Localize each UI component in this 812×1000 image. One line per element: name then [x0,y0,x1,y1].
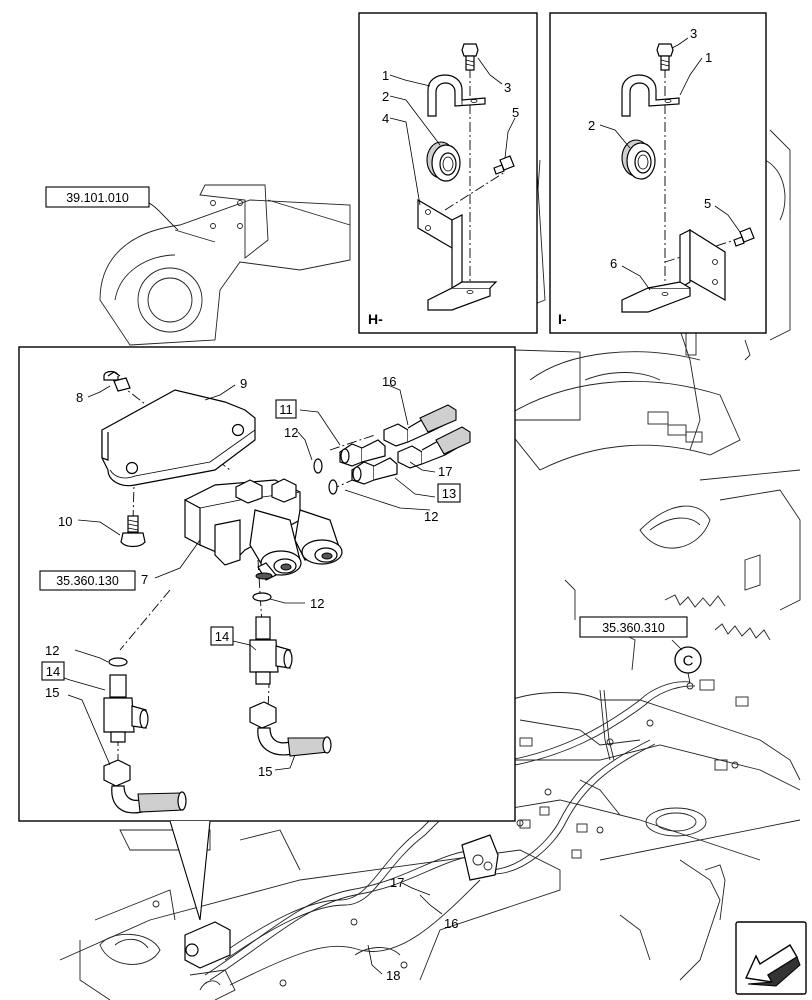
valve-block-7 [184,478,343,581]
leader-18 [367,944,383,975]
hose-17 [397,426,471,469]
label-15a: 15 [45,685,59,700]
tee-14-left [103,674,149,743]
arrow-navigation-icon[interactable] [735,921,807,995]
detail-view-i: I- [549,12,767,334]
svg-text:C: C [683,653,694,670]
tee-14-right [249,616,293,685]
machine-frame-background [59,129,801,1000]
label-10: 10 [58,514,72,529]
label-12c: 12 [310,596,324,611]
leader-39 [148,202,179,231]
label-h5: 5 [512,105,519,120]
view-h-label: H- [368,311,383,327]
label-15b: 15 [258,764,272,779]
label-18: 18 [386,968,400,983]
view-i-label: I- [558,311,567,327]
oring-12d [108,657,128,667]
svg-text:13: 13 [442,486,456,501]
ref-35-360-130[interactable]: 35.360.130 [39,570,136,591]
detail-view-h: H- [358,12,538,334]
label-i3: 3 [690,26,697,41]
bolt-8 [103,370,131,392]
bushing-h2 [426,141,461,182]
ref-39-101-010-label: 39.101.010 [66,191,129,205]
bracket-i6 [621,228,726,313]
label-12d: 12 [45,643,59,658]
label-14-box-left: 14 [41,661,65,681]
label-i6: 6 [610,256,617,271]
bolt-10 [120,515,146,548]
label-h2: 2 [382,89,389,104]
hose-15-right [249,701,332,757]
label-11-box: 11 [275,399,297,419]
screw-i5 [733,227,755,247]
label-7: 7 [141,572,148,587]
bracket-h4 [417,198,498,311]
screw-h5 [493,155,515,175]
label-8: 8 [76,390,83,405]
leader-16m [419,894,443,915]
hose-16 [383,404,457,447]
leader-17m [401,882,431,896]
ref-35-360-310[interactable]: 35.360.310 [579,616,688,638]
clamp-h1 [427,74,486,117]
hose-15-left [103,759,187,814]
oring-12a [313,458,323,474]
label-9: 9 [240,376,247,391]
label-17: 17 [438,464,452,479]
main-detail-view: 8 9 10 16 12 17 12 7 12 12 15 15 11 13 1… [18,346,516,921]
oring-12b [328,479,338,495]
label-16: 16 [382,374,396,389]
bolt-i3 [656,43,674,71]
label-14-box-right: 14 [210,626,234,646]
label-16m: 16 [444,916,458,931]
svg-text:14: 14 [215,629,229,644]
fitting-13 [351,457,398,485]
label-h3: 3 [504,80,511,95]
ref-39-101-010[interactable]: 39.101.010 [45,186,150,208]
svg-text:14: 14 [46,664,60,679]
label-h1: 1 [382,68,389,83]
ref-35-360-310-label: 35.360.310 [602,621,665,635]
view-marker-c: C [671,639,702,690]
svg-text:11: 11 [279,402,293,417]
label-12a: 12 [284,425,298,440]
clamp-i1 [621,74,680,117]
svg-text:35.360.130: 35.360.130 [56,574,119,588]
label-i5: 5 [704,196,711,211]
plate-9 [101,389,256,487]
bushing-i2 [621,139,656,180]
fitting-11 [339,439,386,467]
label-h4: 4 [382,111,389,126]
label-13-box: 13 [437,483,461,503]
bolt-h3 [461,43,479,71]
label-12b: 12 [424,509,438,524]
label-17m: 17 [390,875,404,890]
label-i1: 1 [705,50,712,65]
oring-12c [252,592,272,602]
label-i2: 2 [588,118,595,133]
